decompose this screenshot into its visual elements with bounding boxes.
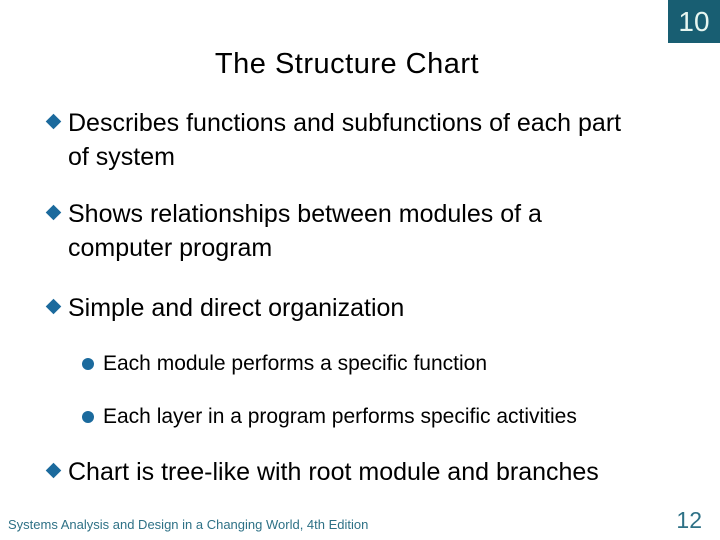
bullet-item: Describes functions and subfunctions of … <box>0 106 720 174</box>
bullet-text: Simple and direct organization <box>68 291 700 325</box>
bullet-line: Describes functions and subfunctions of … <box>68 109 622 137</box>
circle-bullet-icon <box>82 358 94 370</box>
footer-citation: Systems Analysis and Design in a Changin… <box>8 517 369 532</box>
bullet-item: Chart is tree-like with root module and … <box>0 455 720 489</box>
bullet-line: Each module performs a specific function <box>103 352 488 375</box>
slide-number-box: 10 <box>668 0 720 43</box>
bullet-text: Chart is tree-like with root module and … <box>68 455 700 489</box>
bullet-line: Chart is tree-like with root module and … <box>68 458 599 486</box>
bullet-text: Each module performs a specific function <box>103 349 720 379</box>
sub-bullet-item: Each module performs a specific function <box>0 349 720 379</box>
bullet-item: Simple and direct organization <box>0 291 720 325</box>
bullet-line: Simple and direct organization <box>68 294 405 322</box>
bullet-line: computer program <box>68 234 273 262</box>
page-title: The Structure Chart <box>214 48 480 80</box>
circle-bullet-icon <box>82 411 94 423</box>
diamond-bullet-icon <box>45 113 62 130</box>
diamond-bullet-icon <box>45 298 62 315</box>
bullet-line: Each layer in a program performs specifi… <box>103 405 577 428</box>
bullet-text: Describes functions and subfunctions of … <box>68 106 700 174</box>
bullet-text: Each layer in a program performs specifi… <box>103 402 720 432</box>
diamond-bullet-icon <box>45 462 62 479</box>
page-number: 12 <box>676 507 702 533</box>
bullet-line: Shows relationships between modules of a <box>68 200 542 228</box>
diamond-bullet-icon <box>45 204 62 221</box>
bullet-line: of system <box>68 143 175 171</box>
sub-bullet-item: Each layer in a program performs specifi… <box>0 402 720 432</box>
bullet-item: Shows relationships between modules of a… <box>0 197 720 265</box>
bullet-text: Shows relationships between modules of a… <box>68 197 700 265</box>
